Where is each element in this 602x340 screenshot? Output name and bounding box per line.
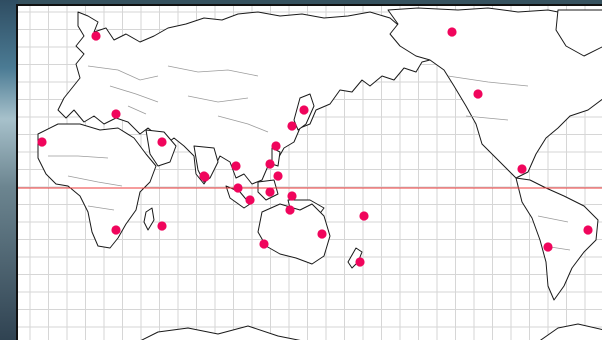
land-madagascar: [143, 207, 155, 231]
location-marker-16[interactable]: [359, 211, 369, 221]
land-antarctica-edge: [140, 325, 301, 340]
land-greenland: [555, 9, 602, 57]
border-lines-africa: [48, 155, 123, 211]
location-marker-14[interactable]: [265, 187, 275, 197]
location-marker-5[interactable]: [157, 137, 167, 147]
location-marker-8[interactable]: [271, 141, 281, 151]
location-marker-24[interactable]: [543, 242, 553, 252]
land-new-zealand: [347, 247, 363, 269]
land-south-america: [515, 177, 599, 301]
landmasses: [37, 7, 602, 340]
location-marker-17[interactable]: [317, 229, 327, 239]
land-north-america: [387, 7, 602, 179]
location-markers[interactable]: [37, 27, 593, 267]
location-marker-28[interactable]: [287, 191, 297, 201]
land-eurasia: [57, 11, 471, 185]
location-marker-9[interactable]: [265, 159, 275, 169]
location-marker-27[interactable]: [199, 171, 209, 181]
background-photo-strip: [0, 0, 18, 340]
location-marker-26[interactable]: [273, 171, 283, 181]
land-arabia: [145, 129, 177, 167]
land-africa: [37, 123, 157, 249]
land-philippines: [271, 147, 281, 167]
location-marker-3[interactable]: [111, 109, 121, 119]
location-marker-25[interactable]: [583, 225, 593, 235]
location-marker-2[interactable]: [447, 27, 457, 37]
border-lines-americas: [447, 75, 571, 251]
location-marker-12[interactable]: [233, 183, 243, 193]
location-marker-18[interactable]: [259, 239, 269, 249]
location-marker-23[interactable]: [517, 164, 527, 174]
location-marker-19[interactable]: [355, 257, 365, 267]
country-borders: [48, 65, 571, 251]
location-marker-1[interactable]: [91, 31, 101, 41]
world-map-canvas[interactable]: [18, 6, 602, 340]
location-marker-13[interactable]: [245, 195, 255, 205]
location-marker-22[interactable]: [473, 89, 483, 99]
location-marker-20[interactable]: [111, 225, 121, 235]
location-marker-10[interactable]: [231, 161, 241, 171]
background-top-edge: [18, 0, 602, 6]
location-marker-15[interactable]: [285, 205, 295, 215]
border-lines-europe: [87, 65, 269, 133]
location-marker-7[interactable]: [287, 121, 297, 131]
land-india: [193, 145, 219, 183]
location-marker-6[interactable]: [299, 105, 309, 115]
location-marker-4[interactable]: [37, 137, 47, 147]
land-antarctica-edge-east: [539, 323, 602, 340]
location-marker-21[interactable]: [157, 221, 167, 231]
world-map-window[interactable]: [16, 4, 602, 340]
